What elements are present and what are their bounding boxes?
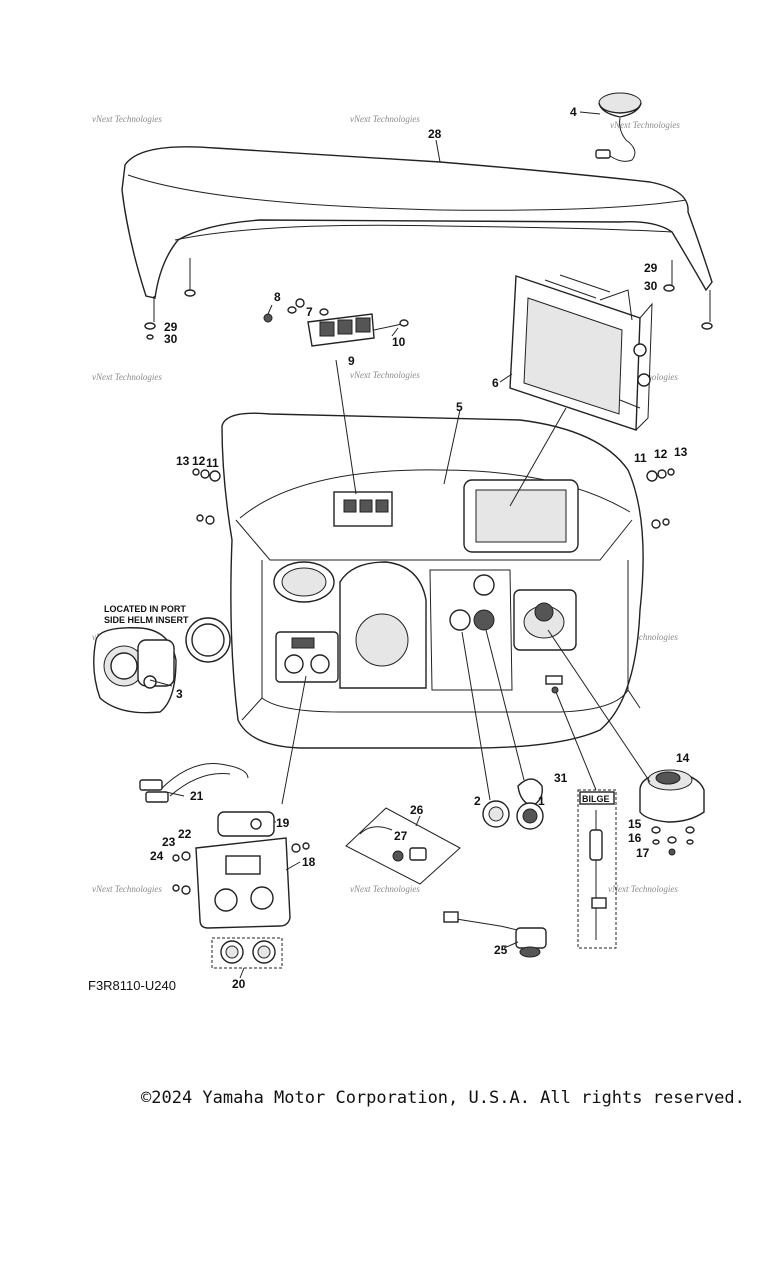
wiring-harness-part xyxy=(139,763,249,803)
watermark: vNext Technologies xyxy=(350,114,420,124)
leader-lines xyxy=(149,111,651,979)
canopy-part xyxy=(121,146,713,340)
key-switch-part xyxy=(345,807,461,885)
callout-29: 29 xyxy=(164,320,178,334)
watermark: vNext Technologies xyxy=(92,884,162,894)
callout-25: 25 xyxy=(494,943,508,957)
watermark: vNext Technologies xyxy=(92,114,162,124)
callout-23: 23 xyxy=(162,835,176,849)
callout-22: 22 xyxy=(178,827,192,841)
callout-11b: 11 xyxy=(634,451,647,465)
callout-12b: 12 xyxy=(654,447,668,461)
through-hull-part xyxy=(443,911,547,958)
callout-4: 4 xyxy=(570,105,577,119)
watermark: vNext Technologies xyxy=(608,632,678,642)
watermark: vNext Technologies xyxy=(350,370,420,380)
callout-26: 26 xyxy=(410,803,424,817)
inset-label-line1: LOCATED IN PORT xyxy=(104,604,186,614)
watermark: vNext Technologies xyxy=(350,884,420,894)
switch-knobs-part xyxy=(211,937,283,969)
callout-10: 10 xyxy=(392,335,406,349)
usb-outlet-inset: LOCATED IN PORT SIDE HELM INSERT xyxy=(93,604,231,714)
bilge-switch-part: BILGE xyxy=(577,789,617,949)
callout-13b: 13 xyxy=(674,445,688,459)
watermark: vNext Technologies xyxy=(610,120,680,130)
inset-label-line2: SIDE HELM INSERT xyxy=(104,615,189,625)
callout-24: 24 xyxy=(150,849,164,863)
diagram-code: F3R8110-U240 xyxy=(88,978,176,993)
callout-13: 13 xyxy=(176,454,190,468)
callout-7: 7 xyxy=(306,305,313,319)
gps-antenna-part xyxy=(595,92,642,162)
watermark: vNext Technologies xyxy=(92,372,162,382)
bilge-label: BILGE xyxy=(582,794,610,804)
callout-20: 20 xyxy=(232,977,246,991)
throttle-control-part xyxy=(639,769,705,856)
callout-numbers: 1 2 3 4 5 6 7 8 9 10 11 11 12 12 13 13 1… xyxy=(150,105,690,991)
callout-6: 6 xyxy=(492,376,499,390)
callout-29b: 29 xyxy=(644,261,658,275)
switch-plate-part xyxy=(172,811,310,929)
callout-30b: 30 xyxy=(644,279,658,293)
callout-3: 3 xyxy=(176,687,183,701)
callout-14: 14 xyxy=(676,751,690,765)
callout-18: 18 xyxy=(302,855,316,869)
callout-1: 1 xyxy=(538,794,545,808)
callout-21: 21 xyxy=(190,789,204,803)
callout-17: 17 xyxy=(636,846,650,860)
power-outlets-part xyxy=(482,778,544,830)
watermark: vNext Technologies xyxy=(608,884,678,894)
callout-15: 15 xyxy=(628,817,642,831)
callout-31: 31 xyxy=(554,771,568,785)
callout-28: 28 xyxy=(428,127,442,141)
switch-panel-part xyxy=(263,298,409,347)
callout-16: 16 xyxy=(628,831,642,845)
callout-5: 5 xyxy=(456,400,463,414)
callout-2: 2 xyxy=(474,794,481,808)
callout-27: 27 xyxy=(394,829,408,843)
callout-9: 9 xyxy=(348,354,355,368)
callout-30: 30 xyxy=(164,332,178,346)
helm-console-part xyxy=(221,412,644,749)
side-hardware xyxy=(192,468,675,529)
callout-19: 19 xyxy=(276,816,290,830)
callout-8: 8 xyxy=(274,290,281,304)
callout-12: 12 xyxy=(192,454,206,468)
copyright-notice: ©2024 Yamaha Motor Corporation, U.S.A. A… xyxy=(141,1088,745,1108)
callout-11: 11 xyxy=(206,456,219,470)
multifunction-display-part xyxy=(509,274,653,431)
